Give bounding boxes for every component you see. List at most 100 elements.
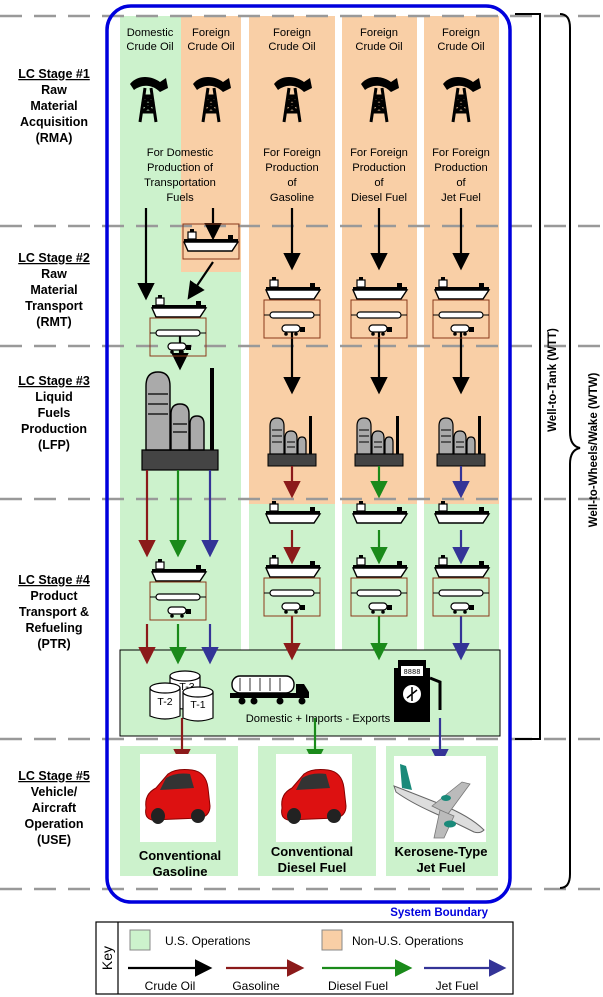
domestic-refinery-icon [141,368,219,471]
storage-tanks: T-3 T-2 T-1 [149,670,214,722]
svg-text:Foreign: Foreign [442,27,480,39]
svg-text:Well-to-Tank (WTT): Well-to-Tank (WTT) [547,328,559,432]
svg-text:Foreign: Foreign [273,27,311,39]
jet-fuel-key-label: Jet Fuel [436,979,479,993]
system-boundary-outline [105,4,512,904]
svg-text:of: of [287,177,297,189]
svg-text:Material: Material [30,283,77,297]
svg-text:Vehicle/: Vehicle/ [31,785,78,799]
svg-text:For Foreign: For Foreign [432,147,490,159]
svg-text:T-1: T-1 [190,699,205,711]
svg-text:Crude Oil: Crude Oil [355,41,402,53]
svg-text:Crude Oil: Crude Oil [126,41,173,53]
svg-text:For Domestic: For Domestic [147,147,214,159]
svg-text:Crude Oil: Crude Oil [437,41,484,53]
crude-oil-key-label: Crude Oil [145,979,196,993]
crude-oil-arrows [137,208,470,395]
key-title: Key [99,946,115,970]
svg-text:Production: Production [21,422,87,436]
svg-text:Liquid: Liquid [35,390,73,404]
us-operations-swatch [129,929,151,951]
svg-text:(USE): (USE) [37,833,71,847]
svg-text:Production: Production [265,162,319,174]
svg-text:of: of [374,177,384,189]
svg-text:Kerosene-Type: Kerosene-Type [395,844,488,859]
svg-text:8888: 8888 [404,669,421,677]
svg-text:Fuels: Fuels [166,192,194,204]
svg-text:Material: Material [30,99,77,113]
stage-4-label: LC Stage #4 Product Transport & Refuelin… [18,573,90,651]
stage-1-label: LC Stage #1 Raw Material Acquisition (RM… [18,67,90,145]
stage-5-label: LC Stage #5 Vehicle/ Aircraft Operation … [18,769,90,847]
airplane-icon [393,764,485,839]
svg-text:Well-to-Wheels/Wake (WTW): Well-to-Wheels/Wake (WTW) [588,373,600,528]
end-use-icons [140,754,486,842]
stage-3-label: LC Stage #3 Liquid Fuels Production (LFP… [18,374,90,452]
svg-text:Production: Production [352,162,406,174]
svg-text:(PTR): (PTR) [37,637,70,651]
stage-labels: LC Stage #1 Raw Material Acquisition (RM… [18,67,90,847]
svg-text:For Foreign: For Foreign [263,147,321,159]
end-use-labels: Conventional Gasoline Conventional Diese… [139,844,488,879]
svg-text:Jet Fuel: Jet Fuel [441,192,481,204]
production-notes: For Domestic Production of Transportatio… [144,147,490,204]
red-car-icon [145,769,211,824]
us-operations-label: U.S. Operations [165,934,250,948]
svg-text:Conventional: Conventional [139,848,221,863]
system-boundary-label: System Boundary [390,907,488,919]
svg-text:Diesel Fuel: Diesel Fuel [278,860,347,875]
raw-material-transport-icons [150,223,489,356]
diesel-fuel-key-label: Diesel Fuel [328,979,388,993]
svg-text:LC Stage #1: LC Stage #1 [18,67,90,81]
svg-text:Transport &: Transport & [19,605,89,619]
tank-truck-icon [230,675,309,705]
svg-text:T-2: T-2 [157,696,172,708]
svg-text:Raw: Raw [41,83,67,97]
svg-text:Aircraft: Aircraft [32,801,77,815]
svg-text:Production: Production [434,162,488,174]
svg-text:LC Stage #4: LC Stage #4 [18,573,90,587]
storage-tank-icon: T-1 [182,686,214,722]
svg-text:LC Stage #3: LC Stage #3 [18,374,90,388]
svg-text:Foreign: Foreign [192,27,230,39]
svg-text:For Foreign: For Foreign [350,147,408,159]
red-car-icon [281,769,347,824]
gasoline-key-label: Gasoline [232,979,280,993]
svg-text:LC Stage #2: LC Stage #2 [18,251,90,265]
svg-text:Jet Fuel: Jet Fuel [416,860,465,875]
non-us-operations-swatch [321,929,343,951]
svg-text:Raw: Raw [41,267,67,281]
fuel-pump-icon: 8888 [394,660,442,722]
well-to-wheels-brace: Well-to-Wheels/Wake (WTW) [559,13,600,889]
svg-text:Diesel Fuel: Diesel Fuel [351,192,407,204]
storage-tank-icon: T-2 [149,682,181,720]
legend-key: Key U.S. Operations Non-U.S. Operations … [95,921,514,995]
svg-text:Transportation: Transportation [144,177,216,189]
svg-text:(RMT): (RMT) [36,315,71,329]
stage-2-label: LC Stage #2 Raw Material Transport (RMT) [18,251,90,329]
svg-text:Production of: Production of [147,162,214,174]
svg-text:Foreign: Foreign [360,27,398,39]
svg-text:LC Stage #5: LC Stage #5 [18,769,90,783]
well-to-tank-bracket: Well-to-Tank (WTT) [515,13,559,740]
distribution-label: Domestic + Imports - Exports [246,713,391,725]
svg-text:(LFP): (LFP) [38,438,70,452]
product-arrows [138,466,470,767]
svg-text:Crude Oil: Crude Oil [268,41,315,53]
svg-text:Product: Product [30,589,78,603]
svg-text:Fuels: Fuels [38,406,71,420]
svg-text:Domestic: Domestic [127,27,174,39]
svg-text:Acquisition: Acquisition [20,115,88,129]
svg-text:Operation: Operation [24,817,83,831]
svg-text:Gasoline: Gasoline [153,864,208,879]
svg-text:Transport: Transport [25,299,83,313]
svg-text:of: of [456,177,466,189]
svg-text:Gasoline: Gasoline [270,192,314,204]
non-us-operations-label: Non-U.S. Operations [352,934,463,948]
svg-text:Crude Oil: Crude Oil [187,41,234,53]
svg-text:(RMA): (RMA) [36,131,73,145]
svg-text:Refueling: Refueling [26,621,83,635]
svg-text:Conventional: Conventional [271,844,353,859]
